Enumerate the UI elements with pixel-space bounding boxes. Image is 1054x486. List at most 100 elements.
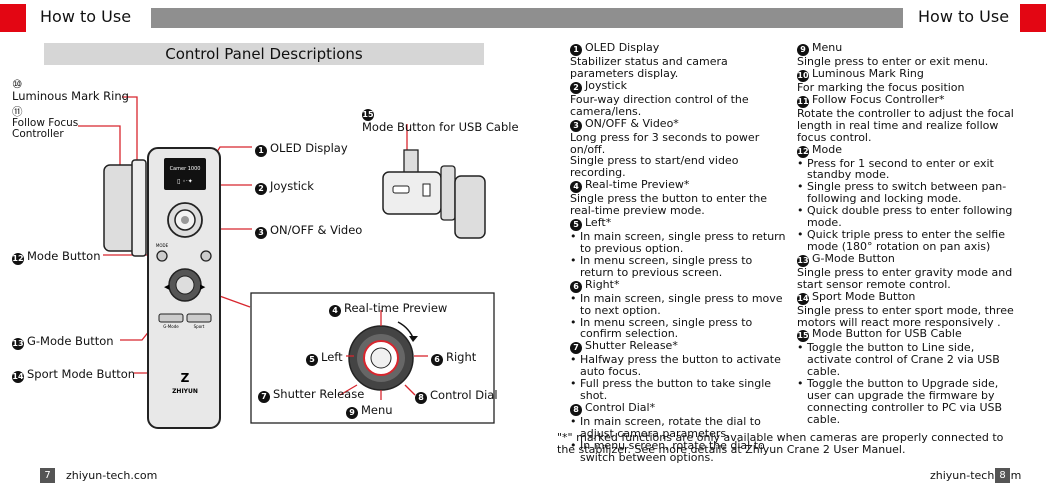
bullet-text: Single press to switch between pan-follo… [807,180,1007,206]
left-site-url: zhiyun-tech.com [66,469,158,482]
bullet-text: In main screen, rotate the dial to adjus… [580,414,761,440]
description-paragraph: Four-way direction control of the camera… [570,92,749,118]
item-number-badge: 14 [797,292,809,305]
item-number-badge: 11 [797,95,809,108]
bullet-text: Toggle the button to Line side, activate… [807,341,1000,379]
left-page-number: 7 [40,468,55,483]
section-title: Control Panel Descriptions [44,43,484,65]
right-accent-tab [1020,4,1046,32]
item-title: Luminous Mark Ring [812,66,924,80]
bullet-item: • Toggle the button to Line side, activa… [797,341,1000,379]
svg-text:Z: Z [181,371,190,385]
bullet-item: • In menu screen, single press to return… [570,253,753,279]
item-number-badge: 7 [570,342,582,355]
item-title: Real-time Preview* [585,178,690,192]
bullet-item: • Quick triple press to enter the selfie… [797,227,1005,253]
bullet-item: • Press for 1 second to enter or exit st… [797,156,994,182]
header-bar [151,8,903,28]
oled-screen-text: Camer 1000 [170,166,201,172]
item-title: Joystick [585,78,628,92]
dial-detail [348,321,418,391]
item-number-badge: 9 [797,44,809,56]
item-title: G-Mode Button [812,251,895,265]
mode-button-dot [156,250,168,262]
bullet-item: • Halfway press the button to activate a… [570,353,781,379]
item-number-badge: 15 [797,330,809,343]
mode-label-text: MODE [156,243,169,248]
onoff-button-dot [200,250,212,262]
svg-text:▯ ◦·✦: ▯ ◦·✦ [177,178,193,185]
bullet-text: Full press the button to take single sho… [580,377,772,403]
brand-text: ZHIYUN [172,388,198,395]
bullet-item: • In menu screen, rotate the dial to swi… [570,438,765,464]
item-number-badge: 5 [570,219,582,232]
bullet-text: In menu screen, single press to confirm … [580,315,753,341]
item-number-badge: 10 [797,69,809,82]
controller-illustration: Camer 1000 ▯ ◦·✦ MODE ◀ ▶ G-Mode Sport Z… [78,96,495,429]
right-page-number: 8 [995,468,1010,483]
description-paragraph: Long press for 3 seconds to power on/off… [570,130,760,156]
description-paragraph: Single press to enter gravity mode and s… [797,265,1013,291]
follow-focus-wheel [103,159,147,257]
item-title: OLED Display [585,41,660,54]
description-paragraph: Rotate the controller to adjust the foca… [797,106,1014,144]
bullet-item: • In menu screen, single press to confir… [570,315,753,341]
item-title: Sport Mode Button [812,289,916,303]
sport-label-text: Sport [194,324,205,329]
bullet-item: • In main screen, single press to move t… [570,291,783,317]
item-number-badge: 6 [570,280,582,293]
description-paragraph: Single press to enter or exit menu. [797,55,989,68]
description-paragraph: For marking the focus position [797,80,965,94]
right-header-title: How to Use [918,7,1010,26]
bullet-text: In main screen, single press to return t… [580,230,786,255]
item-title: Control Dial* [585,400,656,414]
bullet-text: In menu screen, single press to return t… [580,253,753,279]
item-number-badge: 4 [570,181,582,194]
bullet-item: • Full press the button to take single s… [570,377,772,403]
bullet-text: Quick triple press to enter the selfie m… [807,227,1005,253]
item-title: Left* [585,216,612,230]
bullet-text: Toggle the button to Upgrade side, user … [807,377,1003,426]
usb-side-view [382,149,486,239]
bullet-text: In main screen, single press to move to … [580,291,783,317]
bullet-text: Press for 1 second to enter or exit stan… [807,156,994,182]
svg-text:▶: ▶ [200,283,206,291]
bullet-item: • Quick double press to enter following … [797,204,1013,230]
item-title: Shutter Release* [585,339,678,353]
item-title: Follow Focus Controller* [812,92,945,106]
gmode-label-text: G-Mode [163,324,179,329]
description-paragraph: Single press the button to enter the rea… [570,192,768,218]
left-header-title: How to Use [40,7,132,26]
item-number-badge: 8 [570,403,582,416]
item-title: Right* [585,277,620,291]
item-title: ON/OFF & Video* [585,116,679,130]
description-paragraph: Single press to start/end video recordin… [570,154,739,180]
